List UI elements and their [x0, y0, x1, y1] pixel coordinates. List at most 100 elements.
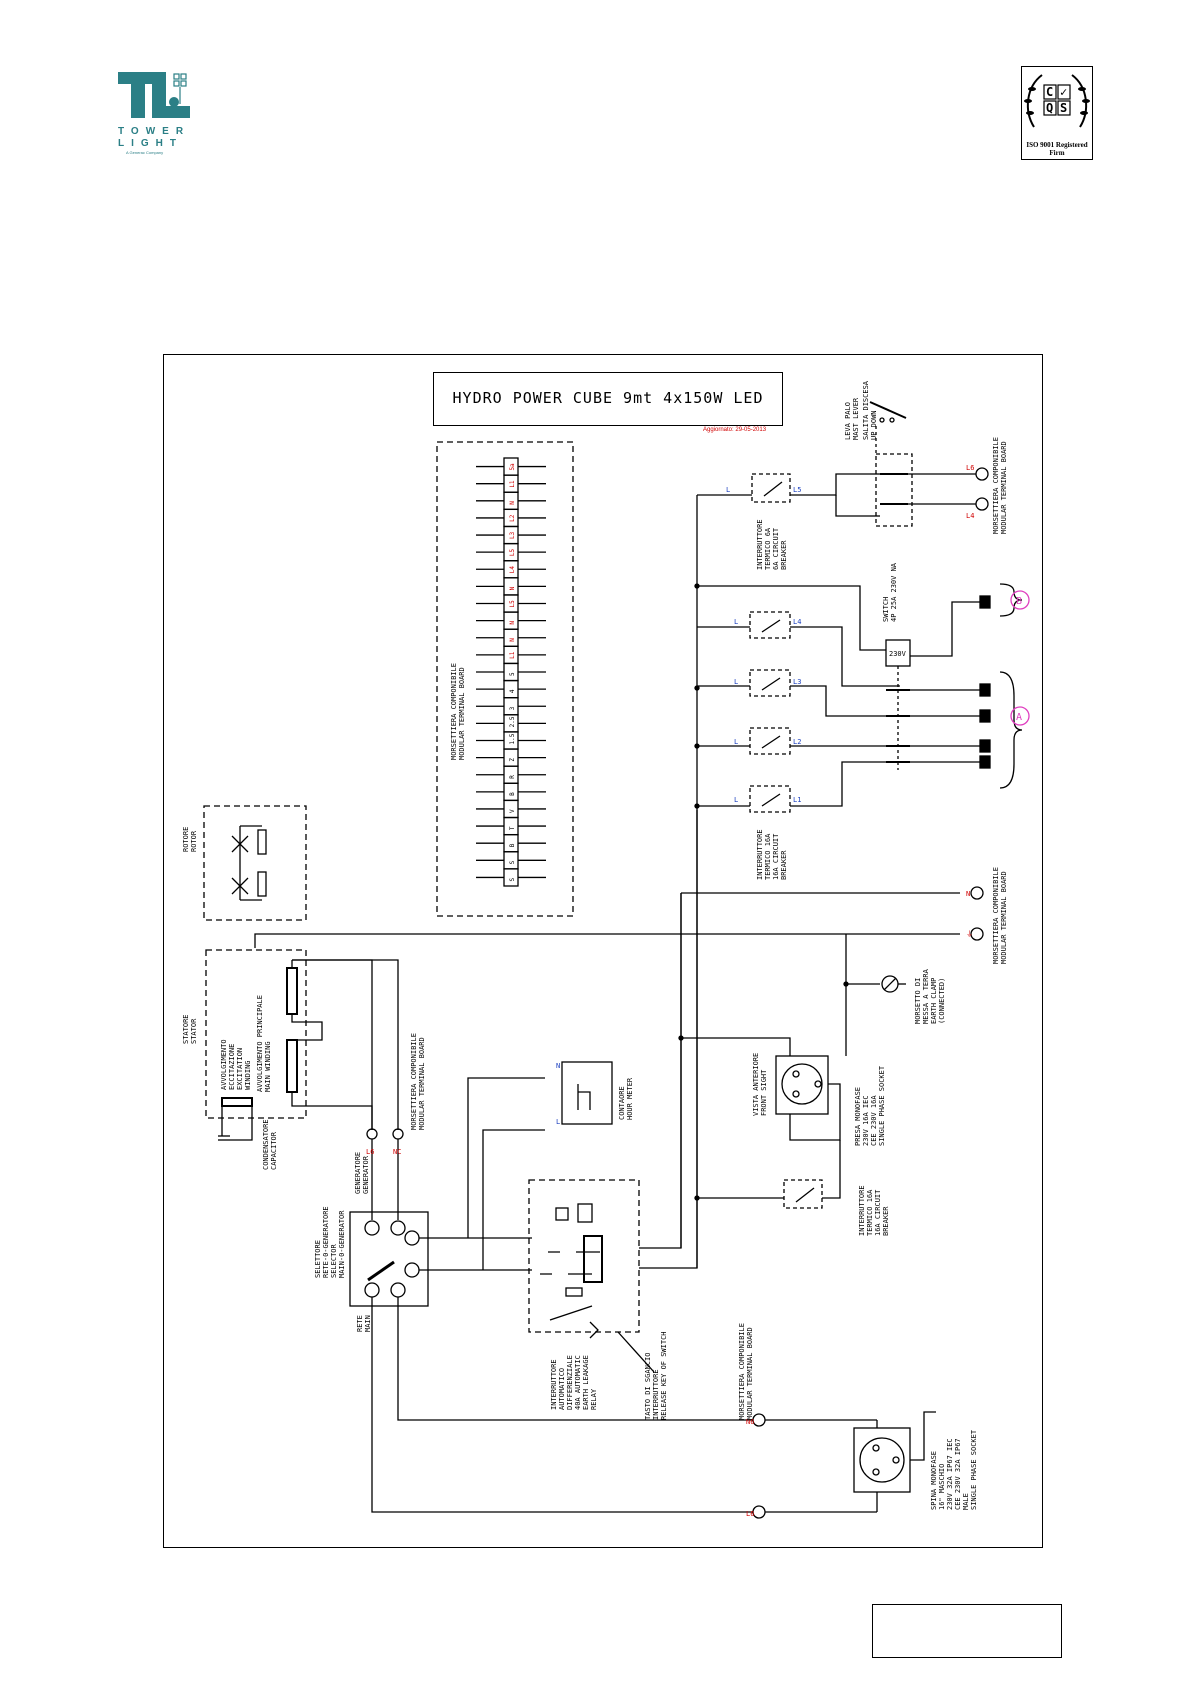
svg-text:L: L — [726, 486, 730, 494]
front-sight-label: VISTA ANTERIOREFRONT SIGHT — [752, 1053, 768, 1116]
svg-text:NC: NC — [393, 1148, 401, 1156]
svg-text:L5: L5 — [793, 486, 801, 494]
breaker-16a-label: INTERRUTTORETERMICO 16A16A CIRCUITBREAKE… — [756, 829, 788, 880]
svg-text:N6: N6 — [746, 1418, 754, 1426]
main-winding-label: AVVOLGIMENTO PRINCIPALEMAIN WINDING — [256, 995, 272, 1092]
switch-label: SWITCH4P 25A 230V NA — [882, 562, 898, 622]
terminal-cell-label: S — [509, 877, 516, 881]
rcbo-box — [528, 1179, 640, 1333]
excitation-winding-label: AVVOLGIMENTOECCITAZIONEEXCITATIONWINDING — [220, 1039, 252, 1090]
svg-text:L3: L3 — [793, 678, 801, 686]
terminal-cell-label: L4 — [509, 566, 516, 574]
up-down-label: SALITA DISCESAUP DOWN — [862, 380, 878, 440]
logo-wordmark: TOWER LIGHT — [118, 126, 191, 149]
terminal-cell-label: L5 — [509, 600, 516, 608]
terminal-cell-label: N — [509, 586, 516, 590]
stator-box — [205, 949, 307, 1119]
rotor-box — [203, 805, 307, 921]
terminal-board-label: MORSETTIERA COMPONIBILEMODULAR TERMINAL … — [410, 1033, 426, 1130]
coil-label: 230V — [889, 650, 907, 658]
hour-meter — [561, 1061, 613, 1125]
svg-text:Q: Q — [1046, 101, 1053, 115]
terminal-cell-label: 5 — [509, 672, 516, 676]
terminal-cell-label: N — [509, 501, 516, 505]
terminal-cell — [503, 611, 519, 630]
svg-text:L6: L6 — [366, 1148, 374, 1156]
excitation-winding — [221, 1097, 253, 1107]
terminal-cell-label: L1 — [509, 651, 516, 659]
svg-text:L: L — [734, 618, 738, 626]
terminal-cell — [503, 491, 519, 511]
svg-text:L: L — [556, 1118, 560, 1126]
drawing-frame — [163, 354, 1043, 1548]
terminal-cell-label: 2.5 — [509, 716, 516, 727]
mast-lever-label: LEVA PALOMAST LEVER — [844, 397, 860, 440]
terminal-cell-label: L2 — [509, 514, 516, 522]
terminal-strip-label: MORSETTIERA COMPONIBILEMODULAR TERMINAL … — [450, 663, 466, 760]
group-a-label: A — [1016, 712, 1022, 723]
plug-label: SPINA MONOFASE16" MASCHIO230V 32A IP67 I… — [930, 1429, 978, 1510]
page-number-box — [872, 1604, 1062, 1658]
terminal-cell-label: 4 — [509, 689, 516, 693]
terminal-cell — [503, 782, 519, 802]
selector-label: SELETTORERETE-0-GENERATORESELECTORMAIN-0… — [314, 1206, 346, 1278]
socket-label: PRESA MONOFASE230V 16A IECCEE 230V 16ASI… — [854, 1065, 886, 1146]
logo-subtitle: A Generac Company — [126, 150, 164, 155]
terminal-cell — [503, 799, 519, 819]
terminal-cell — [503, 662, 519, 682]
terminal-board-label-top: MORSETTIERA COMPONIBILEMODULAR TERMINAL … — [992, 437, 1008, 534]
terminal-cell-label: T — [509, 826, 516, 830]
tower-light-logo — [118, 72, 206, 156]
rcbo-label: INTERRUTTOREAUTOMATICODIFFERENZIALE40A A… — [550, 1355, 598, 1410]
terminal-cell-label: L3 — [509, 531, 516, 539]
terminal-cell-label: L1 — [509, 480, 516, 488]
terminal-cell-label: Z — [509, 758, 516, 762]
terminal-cell-label: B — [509, 843, 516, 847]
title-block: HYDRO POWER CUBE 9mt 4x150W LED — [433, 372, 783, 426]
diagram-title: HYDRO POWER CUBE 9mt 4x150W LED — [452, 389, 764, 407]
terminal-cell-label: V — [509, 809, 516, 813]
terminal-cell-label: N — [509, 621, 516, 625]
breaker-6a-label: INTERRUTTORETERMICO 6A6A CIRCUITBREAKER — [756, 519, 788, 570]
svg-text:L: L — [734, 796, 738, 804]
breaker-16a-socket-label: INTERRUTTORETERMICO 16A16A CIRCUITBREAKE… — [858, 1185, 890, 1236]
svg-text:L2: L2 — [793, 738, 801, 746]
rotor-diode-bridge — [231, 825, 267, 901]
svg-text:C: C — [1046, 85, 1053, 99]
terminal-cell-label: B — [509, 792, 516, 796]
selector-switch — [349, 1211, 429, 1307]
capacitor-label: CONDENSATORECAPACITOR — [262, 1119, 278, 1170]
generator-label: GENERATOREGENERATOR — [354, 1152, 370, 1194]
logo-tl-mark — [118, 72, 190, 118]
terminal-cell — [503, 748, 519, 767]
terminal-cell — [503, 697, 519, 716]
terminal-cell — [503, 851, 519, 870]
terminal-cell-label: R — [509, 775, 516, 779]
terminal-strip-box — [436, 441, 574, 917]
terminal-cell-label: 5a — [509, 463, 516, 471]
svg-text:⏚: ⏚ — [966, 930, 973, 938]
terminal-cell — [503, 816, 519, 836]
terminal-cell-label: S — [509, 860, 516, 864]
main-winding-bottom — [286, 1039, 298, 1093]
terminal-cell — [503, 679, 519, 699]
svg-text:S: S — [1060, 101, 1067, 115]
release-key-label: TASTO DI SGANCIOINTERRUTTORERELEASE KEY … — [644, 1331, 668, 1420]
main-winding-top — [286, 967, 298, 1015]
terminal-cell — [503, 868, 519, 887]
svg-text:L6: L6 — [966, 464, 974, 472]
main-label: RETEMAIN — [356, 1315, 372, 1332]
terminal-cell-label: 1.5 — [509, 733, 516, 744]
svg-text:L4: L4 — [966, 512, 974, 520]
terminal-cell-label: L5 — [509, 549, 516, 557]
terminal-cell-label: 3 — [509, 706, 516, 710]
hour-meter-label: CONTAOREHOUR METER — [618, 1077, 634, 1120]
svg-text:L6: L6 — [746, 1510, 754, 1518]
svg-text:✓: ✓ — [1060, 85, 1067, 99]
terminal-board-label-bottom: MORSETTIERA COMPONIBILEMODULAR TERMINAL … — [738, 1323, 754, 1420]
terminal-cell — [503, 628, 519, 647]
svg-text:L4: L4 — [793, 618, 801, 626]
